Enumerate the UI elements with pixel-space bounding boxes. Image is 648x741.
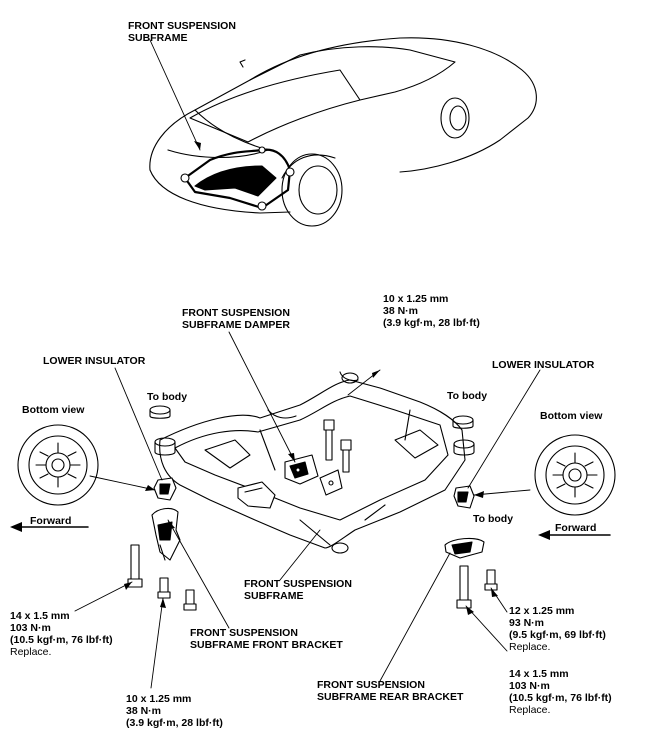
rear-big-bolt-spec: 14 x 1.5 mm 103 N·m (10.5 kgf·m, 76 lbf·…: [509, 668, 612, 716]
rear-big-bolt-torque-alt: (10.5 kgf·m, 76 lbf·ft): [509, 692, 612, 704]
to-body-left-label: To body: [147, 391, 188, 403]
damper-bolt-torque-alt: (3.9 kgf·m, 28 lbf·ft): [383, 317, 480, 329]
damper-label-line1: FRONT SUSPENSION: [182, 307, 290, 319]
rear-bracket-line1: FRONT SUSPENSION: [317, 679, 425, 691]
bottom-view-left: [17, 424, 99, 506]
rear-small-bolt-spec: 12 x 1.25 mm 93 N·m (9.5 kgf·m, 69 lbf·f…: [509, 605, 606, 653]
subframe-center-line2: SUBFRAME: [244, 590, 304, 602]
forward-right-label: Forward: [555, 522, 597, 534]
damper-label: FRONT SUSPENSION SUBFRAME DAMPER: [182, 307, 290, 331]
front-bracket-label: FRONT SUSPENSION SUBFRAME FRONT BRACKET: [190, 627, 343, 651]
front-bolt-torque-alt: (10.5 kgf·m, 76 lbf·ft): [10, 634, 113, 646]
right-mount-assembly: [444, 415, 498, 609]
subframe-label-line2: SUBFRAME: [128, 32, 188, 44]
bottom-view-left-label: Bottom view: [22, 404, 85, 416]
forward-arrows: [10, 522, 611, 540]
rear-small-bolt-torque-alt: (9.5 kgf·m, 69 lbf·ft): [509, 629, 606, 641]
rear-small-bolt-torque: 93 N·m: [509, 617, 545, 629]
front-small-bolt-torque-alt: (3.9 kgf·m, 28 lbf·ft): [126, 717, 223, 729]
car-illustration: [149, 37, 537, 227]
damper-bolt-size: 10 x 1.25 mm: [383, 293, 449, 305]
rear-big-bolt-size: 14 x 1.5 mm: [509, 668, 569, 680]
front-bolt-size: 14 x 1.5 mm: [10, 610, 70, 622]
front-bolt-spec: 14 x 1.5 mm 103 N·m (10.5 kgf·m, 76 lbf·…: [10, 610, 113, 658]
rear-big-bolt-note: Replace.: [509, 704, 551, 716]
bottom-view-right: [534, 434, 616, 516]
leader-arrowheads: [124, 141, 498, 615]
lower-insulator-left-label: LOWER INSULATOR: [43, 355, 146, 367]
rear-bracket-line2: SUBFRAME REAR BRACKET: [317, 691, 464, 703]
front-bolt-note: Replace.: [10, 646, 52, 658]
left-mount-assembly: [127, 405, 197, 611]
front-small-bolt-spec: 10 x 1.25 mm 38 N·m (3.9 kgf·m, 28 lbf·f…: [126, 693, 223, 729]
subframe-center-line1: FRONT SUSPENSION: [244, 578, 352, 590]
rear-small-bolt-note: Replace.: [509, 641, 551, 653]
front-small-bolt-size: 10 x 1.25 mm: [126, 693, 192, 705]
leader-lines: [74, 39, 541, 689]
subframe-center-label: FRONT SUSPENSION SUBFRAME: [244, 578, 352, 602]
to-body-right-label: To body: [447, 390, 488, 402]
subframe-label: FRONT SUSPENSION SUBFRAME: [128, 20, 236, 44]
damper-bolt-torque: 38 N·m: [383, 305, 419, 317]
subframe-damper-illustration: [284, 454, 343, 496]
forward-left-label: Forward: [30, 515, 72, 527]
lower-insulator-right-label: LOWER INSULATOR: [492, 359, 595, 371]
rear-bracket-label: FRONT SUSPENSION SUBFRAME REAR BRACKET: [317, 679, 463, 703]
bottom-view-right-label: Bottom view: [540, 410, 603, 422]
rear-small-bolt-size: 12 x 1.25 mm: [509, 605, 575, 617]
subframe-label-line1: FRONT SUSPENSION: [128, 20, 236, 32]
front-small-bolt-torque: 38 N·m: [126, 705, 162, 717]
damper-label-line2: SUBFRAME DAMPER: [182, 319, 290, 331]
front-bolt-torque: 103 N·m: [10, 622, 51, 634]
damper-bolts: [323, 419, 352, 473]
to-body-rear-label: To body: [473, 513, 514, 525]
rear-big-bolt-torque: 103 N·m: [509, 680, 550, 692]
front-bracket-line2: SUBFRAME FRONT BRACKET: [190, 639, 343, 651]
damper-bolt-spec: 10 x 1.25 mm 38 N·m (3.9 kgf·m, 28 lbf·f…: [383, 293, 480, 329]
subframe-illustration: [159, 371, 466, 554]
front-bracket-line1: FRONT SUSPENSION: [190, 627, 298, 639]
